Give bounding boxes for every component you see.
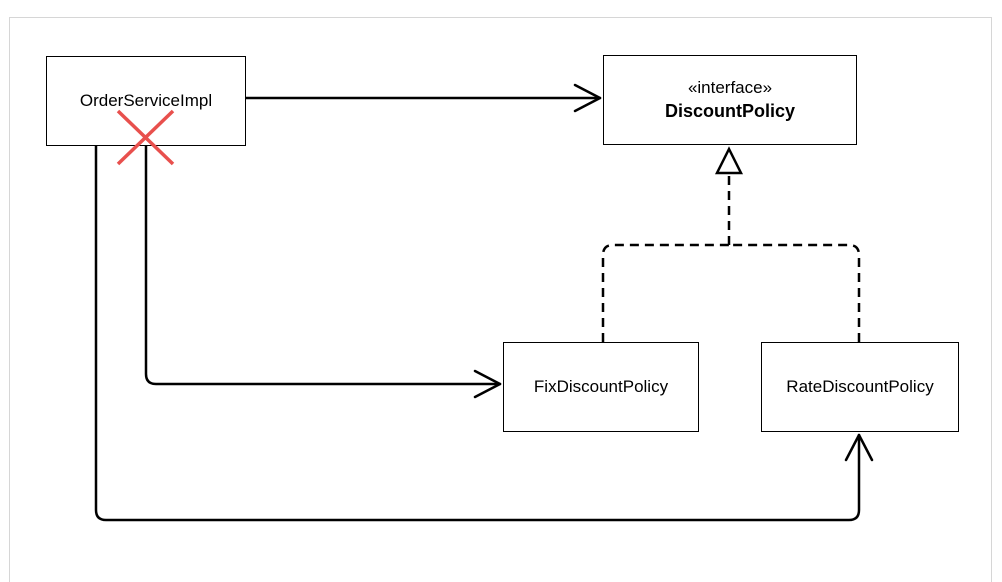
open-arrowhead [844,433,874,462]
dependency-line [94,144,861,522]
dependency-order-to-discount-policy [244,83,602,113]
interface-stereotype: «interface» [687,78,773,97]
class-order-service-impl: OrderServiceImpl [46,56,246,146]
class-fix-discount-policy: FixDiscountPolicy [503,342,699,432]
class-name-order-service-impl: OrderServiceImpl [79,91,213,110]
interface-discount-policy: «interface» DiscountPolicy [603,55,857,145]
class-rate-discount-policy: RateDiscountPolicy [761,342,959,432]
class-name-rate-discount-policy: RateDiscountPolicy [786,377,934,396]
realization-to-discount-policy [601,173,861,342]
hollow-triangle-arrowhead [714,146,744,175]
interface-name-discount-policy: DiscountPolicy [664,101,796,121]
dependency-order-to-fix-discount [144,144,502,399]
dependency-line [144,144,502,386]
realization-line-fix [601,243,729,342]
open-arrowhead [573,83,602,113]
realization-line-rate [729,243,861,342]
open-arrowhead [473,369,502,399]
class-name-fix-discount-policy: FixDiscountPolicy [533,377,669,396]
dependency-order-to-rate-discount [94,144,874,522]
